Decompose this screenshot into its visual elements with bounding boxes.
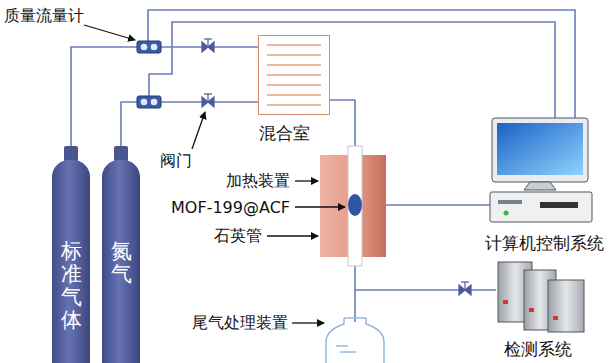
server-icon: [529, 308, 534, 312]
mass-flow-meter: [137, 41, 161, 53]
signal-wire: [149, 22, 555, 118]
mass-flow-meter: [151, 44, 158, 51]
computer-icon: [498, 200, 522, 204]
mass-flow-meter: [141, 44, 148, 51]
node-label: 检测系统: [504, 338, 572, 361]
valve-symbol: [204, 93, 212, 94]
callout-label: 石英管: [214, 226, 262, 247]
computer-icon: [497, 123, 583, 175]
gas-pipe: [330, 100, 496, 322]
server-icon: [553, 316, 558, 320]
valve-symbol: [461, 281, 469, 282]
gas-pipe: [330, 100, 355, 150]
computer-icon: [524, 182, 556, 190]
computer-icon: [490, 118, 592, 222]
server-icon: [503, 300, 508, 304]
server-icon: [498, 262, 584, 332]
tube-furnace: [348, 194, 362, 216]
callout-label: 尾气处理装置: [192, 313, 288, 334]
callout-label: 加热装置: [226, 171, 290, 192]
valve-symbol: [207, 39, 208, 47]
computer-system: 计算机控制系统: [478, 116, 610, 254]
tail-gas-bottle: [340, 351, 356, 352]
leader-line: [292, 322, 324, 323]
gas-pipe: [355, 289, 496, 291]
mixing-chamber: 混合室: [258, 35, 330, 115]
signal-wire: [386, 204, 490, 206]
leader-line: [84, 25, 135, 40]
tube-furnace: [320, 146, 386, 266]
mass-flow-meter: [151, 99, 158, 106]
computer-icon: [490, 192, 592, 222]
leader-line: [192, 112, 205, 149]
valve-symbol: [207, 94, 208, 102]
computer-icon: [540, 202, 578, 208]
leader-line: [267, 235, 318, 236]
gas-pipe: [354, 262, 356, 322]
valve-symbol: [204, 38, 212, 39]
gas-cylinder: 氮气: [102, 160, 140, 363]
tail-gas-bottle: [344, 317, 366, 318]
tail-gas-bottle: [326, 318, 384, 363]
leader-line: [295, 180, 318, 181]
signal-wire: [148, 10, 575, 118]
server-icon: [548, 280, 584, 332]
node-label: 计算机控制系统: [485, 232, 604, 255]
gas-cylinder: 标准气体: [52, 160, 90, 363]
computer-icon: [504, 211, 509, 216]
computer-icon: [492, 118, 588, 182]
tube-furnace: [348, 146, 362, 266]
gas-pipe: [71, 47, 258, 160]
mass-flow-meter: [137, 96, 161, 108]
tail-gas-bottle: [336, 345, 348, 346]
leader-line: [295, 206, 345, 207]
mass-flow-meter: [141, 99, 148, 106]
valve-symbol: [464, 282, 465, 290]
part-label: 质量流量计: [4, 6, 84, 27]
valve-symbol: [202, 39, 471, 295]
tail-gas-bottle: [326, 318, 384, 363]
mass-flow-meter: [137, 41, 161, 108]
detection-system: 检测系统: [488, 258, 588, 360]
cylinder-label: 氮气: [111, 240, 132, 286]
callout-label: MOF-199@ACF: [171, 198, 290, 217]
cylinder-label: 标准气体: [61, 240, 82, 332]
part-label: 阀门: [160, 151, 192, 172]
node-label: 混合室: [259, 122, 310, 145]
